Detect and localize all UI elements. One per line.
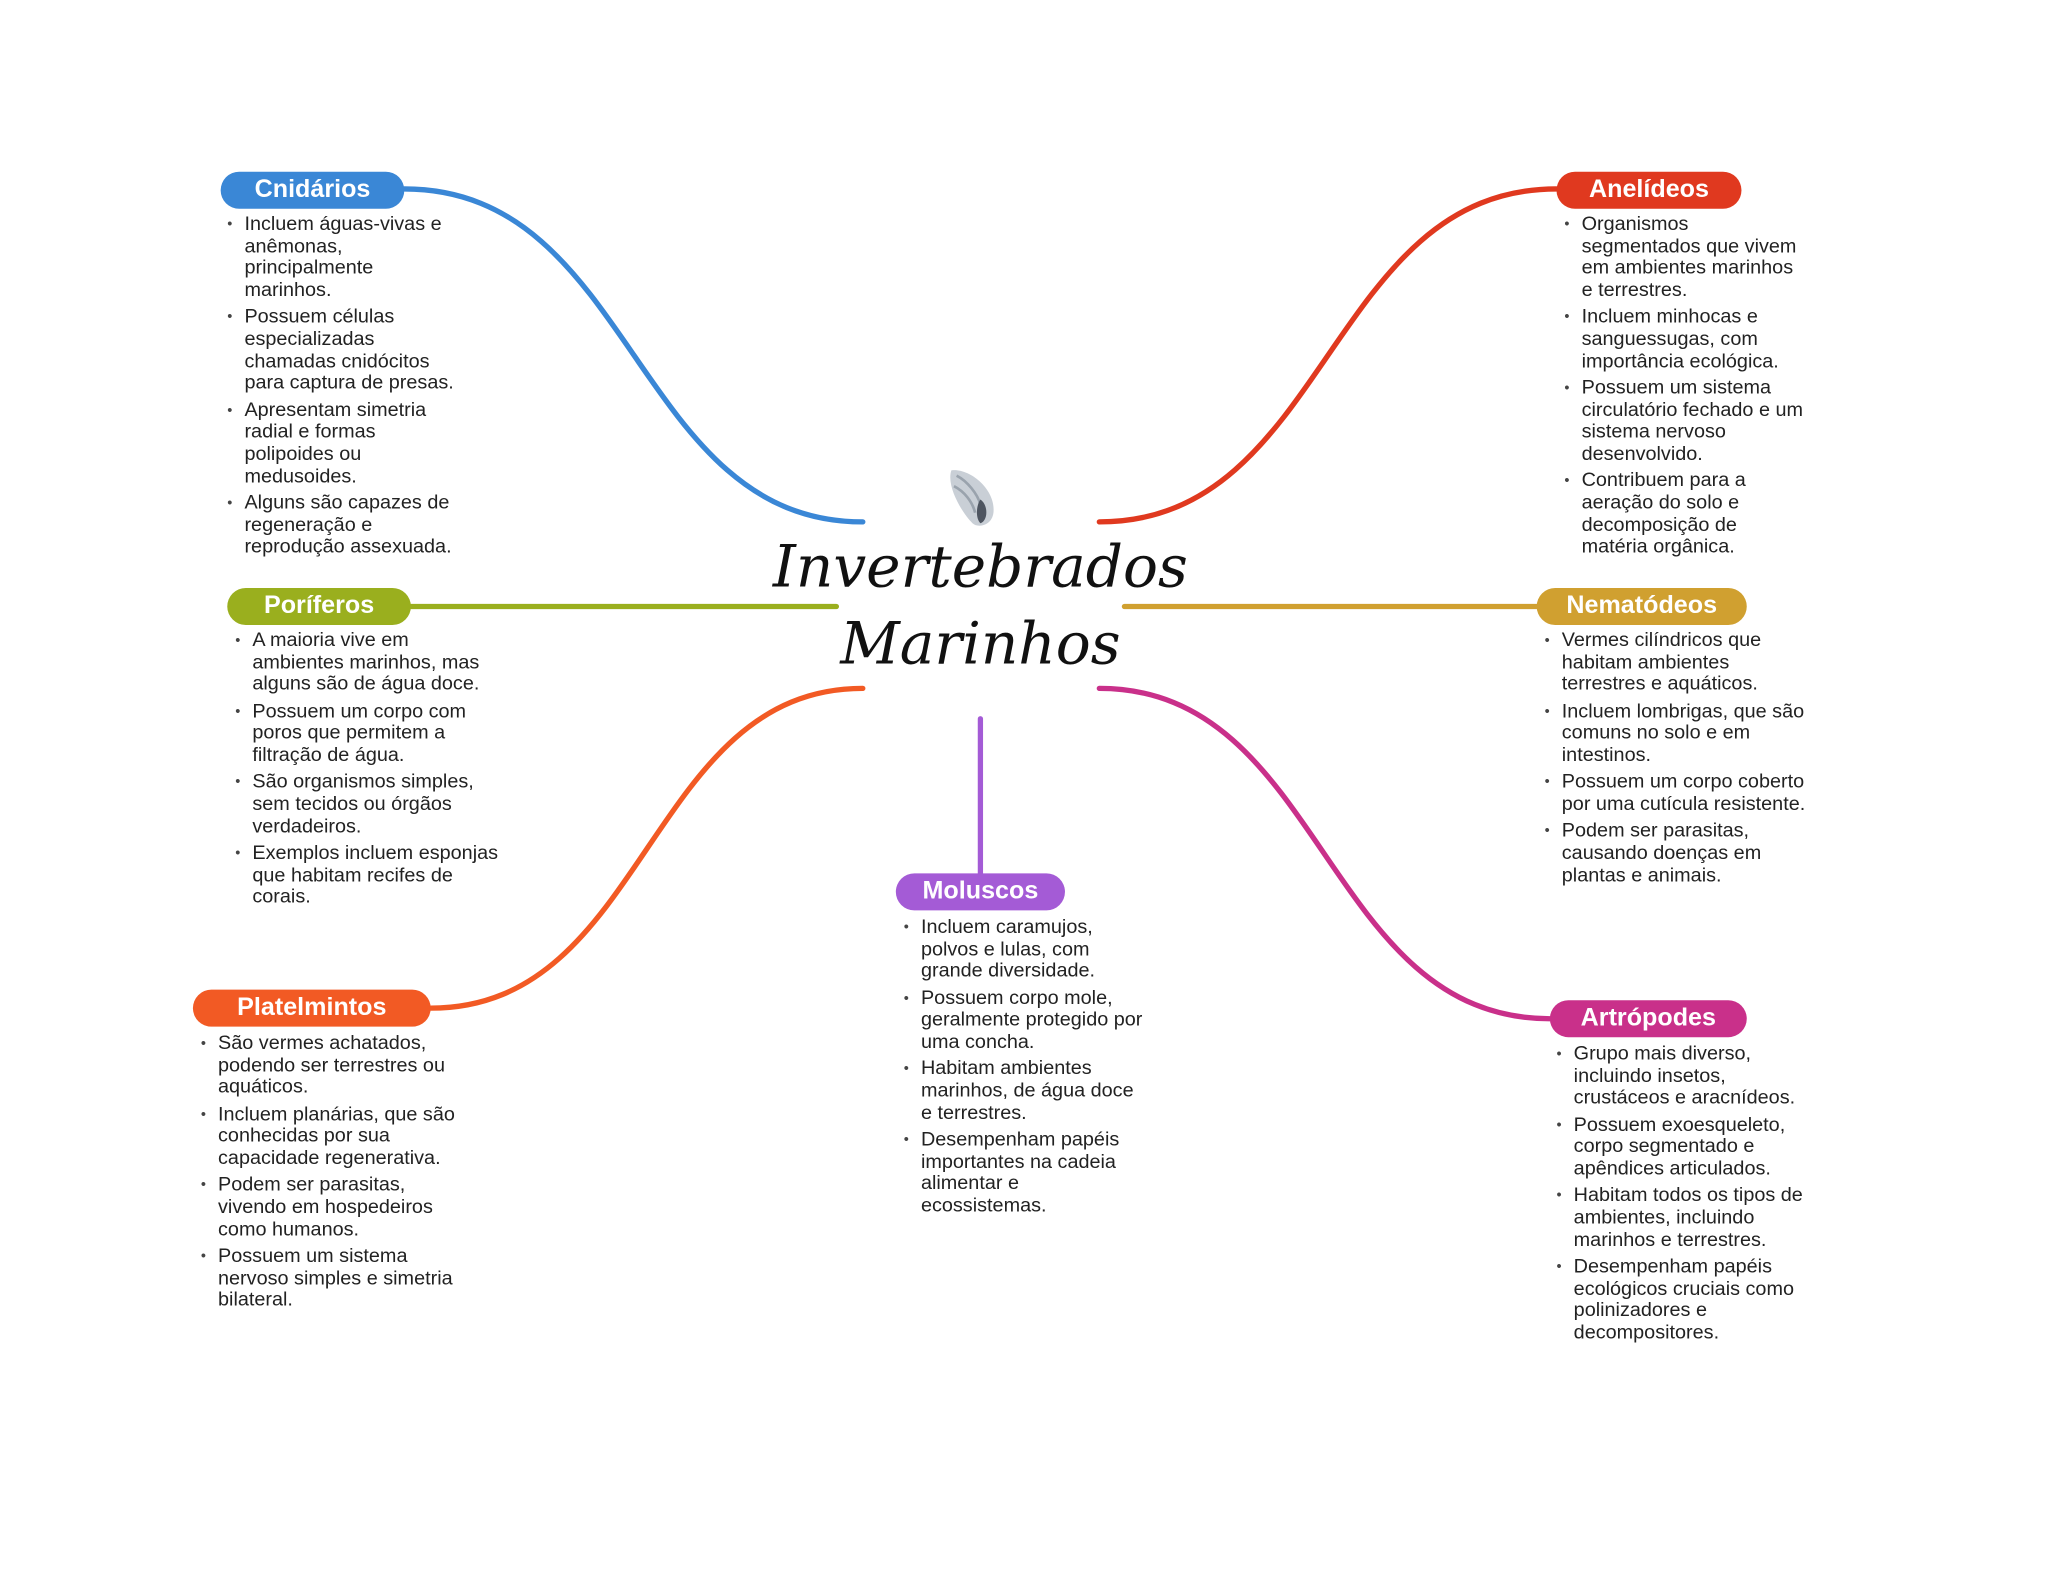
list-platelmintos: São vermes achatados, podendo ser terres… <box>201 1032 465 1316</box>
shell-icon <box>950 470 994 526</box>
node-platelmintos[interactable]: Platelmintos <box>192 989 431 1027</box>
list-item: Grupo mais diverso, incluindo insetos, c… <box>1556 1043 1814 1110</box>
list-item: São organismos simples, sem tecidos ou ó… <box>235 771 499 838</box>
list-item: Apresentam simetria radial e formas poli… <box>227 399 465 488</box>
node-artropodes[interactable]: Artrópodes <box>1549 1000 1747 1038</box>
list-item: Incluem minhocas e sanguessugas, com imp… <box>1564 306 1804 373</box>
link-anelideos <box>1096 186 1560 525</box>
list-anelideos: Organismos segmentados que vivem em ambi… <box>1564 213 1804 564</box>
list-item: Possuem exoesqueleto, corpo segmentado e… <box>1556 1114 1814 1181</box>
node-nematodeos[interactable]: Nematódeos <box>1536 587 1747 625</box>
list-item: Podem ser parasitas, causando doenças em… <box>1545 820 1809 887</box>
list-item: São vermes achatados, podendo ser terres… <box>201 1032 465 1099</box>
list-item: Vermes cilíndricos que habitam ambientes… <box>1545 629 1809 696</box>
list-item: Habitam ambientes marinhos, de água doce… <box>904 1058 1148 1125</box>
list-item: Desempenham papéis importantes na cadeia… <box>904 1128 1148 1217</box>
list-item: Contribuem para a aeração do solo e deco… <box>1564 470 1804 559</box>
list-item: Alguns são capazes de regeneração e repr… <box>227 492 465 559</box>
link-artropodes <box>1096 685 1553 1022</box>
list-item: Habitam todos os tipos de ambientes, inc… <box>1556 1184 1814 1251</box>
list-moluscos: Incluem caramujos, polvos e lulas, com g… <box>904 916 1148 1222</box>
list-item: Podem ser parasitas, vivendo em hospedei… <box>201 1174 465 1241</box>
node-poriferos[interactable]: Poríferos <box>227 587 411 625</box>
list-item: Exemplos incluem esponjas que habitam re… <box>235 842 499 909</box>
title-line-1: Invertebrados <box>772 533 1188 602</box>
list-item: Possuem um sistema nervoso simples e sim… <box>201 1245 465 1312</box>
link-platelmintos <box>428 685 866 1011</box>
list-item: Possuem um sistema circulatório fechado … <box>1564 377 1804 466</box>
list-poriferos: A maioria vive em ambientes marinhos, ma… <box>235 629 499 913</box>
list-item: Incluem águas-vivas e anêmonas, principa… <box>227 213 465 302</box>
link-cnidarios <box>401 186 866 525</box>
title-line-2: Marinhos <box>840 610 1121 678</box>
node-anelideos[interactable]: Anelídeos <box>1556 171 1742 209</box>
list-item: Incluem lombrigas, que são comuns no sol… <box>1545 700 1809 767</box>
list-item: Possuem um corpo com poros que permitem … <box>235 700 499 767</box>
node-moluscos[interactable]: Moluscos <box>895 873 1065 911</box>
list-cnidarios: Incluem águas-vivas e anêmonas, principa… <box>227 213 465 564</box>
list-nematodeos: Vermes cilíndricos que habitam ambientes… <box>1545 629 1809 891</box>
list-item: Incluem caramujos, polvos e lulas, com g… <box>904 916 1148 983</box>
node-cnidarios[interactable]: Cnidários <box>220 171 405 209</box>
list-item: Possuem um corpo coberto por uma cutícul… <box>1545 771 1809 816</box>
list-artropodes: Grupo mais diverso, incluindo insetos, c… <box>1556 1043 1814 1349</box>
list-item: Possuem células especializadas chamadas … <box>227 306 465 395</box>
list-item: Desempenham papéis ecológicos cruciais c… <box>1556 1255 1814 1344</box>
list-item: Possuem corpo mole, geralmente protegido… <box>904 987 1148 1054</box>
list-item: Organismos segmentados que vivem em ambi… <box>1564 213 1804 302</box>
list-item: A maioria vive em ambientes marinhos, ma… <box>235 629 499 696</box>
list-item: Incluem planárias, que são conhecidas po… <box>201 1103 465 1170</box>
